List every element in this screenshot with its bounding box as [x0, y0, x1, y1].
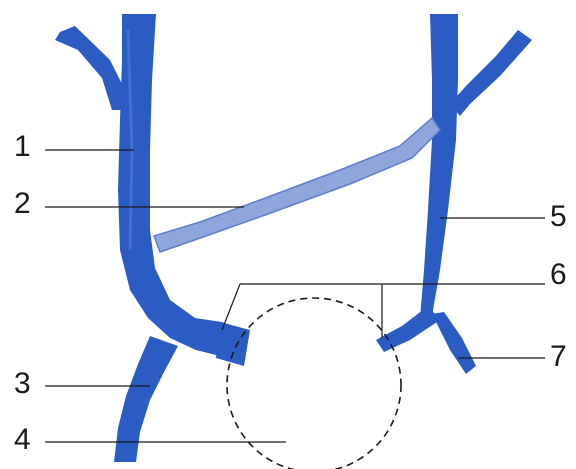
callout-label-6: 6 — [550, 258, 567, 291]
left-main-trunk — [118, 14, 244, 362]
callout-label-3: 3 — [14, 367, 31, 400]
left-stump — [216, 322, 250, 366]
dashed-circle — [227, 298, 401, 469]
left-vein — [55, 14, 250, 462]
callout-label-7: 7 — [550, 340, 567, 373]
right-vein — [376, 14, 532, 374]
callout-label-2: 2 — [14, 187, 31, 220]
anastomosis-vein — [154, 118, 440, 252]
callout-label-4: 4 — [14, 423, 31, 456]
callout-label-1: 1 — [14, 130, 31, 163]
callout-label-5: 5 — [550, 200, 567, 233]
right-main-trunk — [420, 14, 458, 318]
left-lower-branch — [114, 336, 178, 462]
left-upper-branch — [55, 26, 125, 110]
right-lower-right-branch — [432, 312, 476, 374]
right-lower-left-branch — [376, 306, 440, 352]
callout-line-6-left-diagonal — [222, 284, 240, 330]
right-upper-branch — [450, 30, 532, 116]
